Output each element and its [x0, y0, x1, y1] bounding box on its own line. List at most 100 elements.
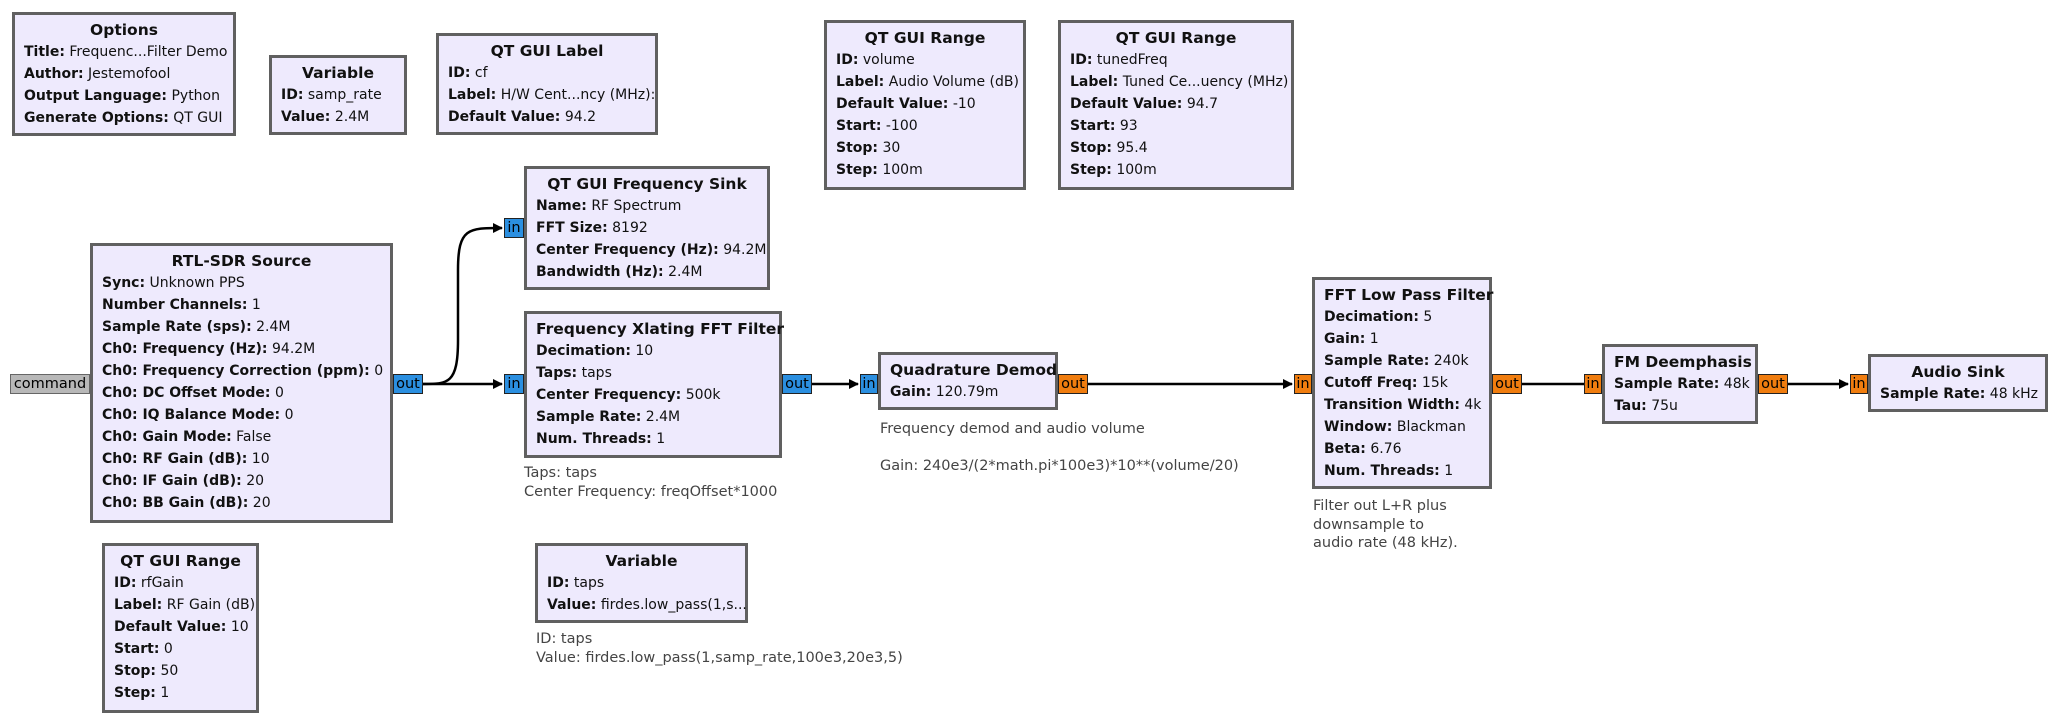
block-title: QT GUI Range — [864, 29, 986, 47]
param-key: Label: — [448, 87, 497, 103]
param-value: 2.4M — [645, 409, 681, 425]
param-key: Ch0: IQ Balance Mode: — [102, 407, 281, 423]
freq-sink-in-port[interactable]: in — [504, 218, 524, 238]
param-key: Label: — [1070, 74, 1119, 90]
param-key: Gain: — [890, 384, 932, 400]
param-value: 10 — [230, 619, 249, 635]
audio-sink-in-port[interactable]: in — [1850, 374, 1868, 394]
param-key: Start: — [1070, 118, 1116, 134]
wire-rtl-to-sink[interactable] — [422, 223, 503, 386]
lpf-out-port[interactable]: out — [1492, 374, 1522, 394]
param-key: ID: — [448, 65, 471, 81]
param-value: Blackman — [1396, 419, 1466, 435]
param-value: Unknown PPS — [149, 275, 245, 291]
param-key: Sample Rate: — [1614, 376, 1720, 392]
block-param-row: Label: Tuned Ce...uency (MHz) — [1070, 71, 1288, 93]
block-param-row: ID: rfGain — [114, 572, 247, 594]
block-param-row: Default Value: 94.7 — [1070, 93, 1282, 115]
param-key: Beta: — [1324, 441, 1366, 457]
param-key: Label: — [836, 74, 885, 90]
param-key: Title: — [24, 44, 65, 60]
param-value: volume — [862, 52, 915, 68]
param-value: 1 — [656, 431, 666, 447]
param-value: 4k — [1464, 397, 1482, 413]
param-key: Window: — [1324, 419, 1393, 435]
block-param-row: Ch0: IQ Balance Mode: 0 — [102, 404, 381, 426]
block-title: FM Deemphasis — [1614, 353, 1752, 371]
lpf-in-port[interactable]: in — [1294, 374, 1312, 394]
param-value: 8192 — [612, 220, 648, 236]
rtl-sdr-command-port[interactable]: command — [10, 374, 90, 394]
param-key: Author: — [24, 66, 84, 82]
param-key: FFT Size: — [536, 220, 608, 236]
param-key: Ch0: Frequency Correction (ppm): — [102, 363, 370, 379]
param-key: ID: — [281, 87, 304, 103]
block-param-row: Author: Jestemofool — [24, 63, 224, 85]
block-param-row: Stop: 30 — [836, 137, 1014, 159]
param-value: 48 kHz — [1989, 386, 2039, 402]
block-title: QT GUI Range — [120, 552, 241, 570]
demod-out-port[interactable]: out — [1058, 374, 1088, 394]
param-value: tunedFreq — [1096, 52, 1168, 68]
param-key: Sync: — [102, 275, 146, 291]
block-param-row: Generate Options: QT GUI — [24, 107, 224, 129]
block-param-row: Ch0: Gain Mode: False — [102, 426, 381, 448]
param-key: Center Frequency (Hz): — [536, 242, 719, 258]
param-key: Default Value: — [114, 619, 227, 635]
param-value: 2.4M — [256, 319, 291, 335]
param-key: Center Frequency: — [536, 387, 682, 403]
param-key: Taps: — [536, 365, 578, 381]
param-key: Tau: — [1614, 398, 1647, 414]
param-value: 1 — [1444, 463, 1454, 479]
block-param-row: Default Value: 10 — [114, 616, 249, 638]
param-value: 48k — [1723, 376, 1750, 392]
block-param-row: Label: RF Gain (dB) — [114, 594, 255, 616]
deemph-out-port[interactable]: out — [1758, 374, 1788, 394]
param-key: Start: — [114, 641, 160, 657]
param-value: 0 — [274, 385, 284, 401]
block-param-row: Label: H/W Cent...ncy (MHz): — [448, 84, 655, 106]
block-param-row: Decimation: 5 — [1324, 306, 1480, 328]
param-key: Stop: — [836, 140, 879, 156]
param-value: 100m — [1116, 162, 1157, 178]
demod-in-port[interactable]: in — [860, 374, 878, 394]
xlating-out-port[interactable]: out — [782, 374, 812, 394]
rtl-sdr-out-port[interactable]: out — [393, 374, 423, 394]
block-title: Audio Sink — [1911, 363, 2005, 381]
block-param-row: Start: 93 — [1070, 115, 1282, 137]
block-param-row: Name: RF Spectrum — [536, 195, 758, 217]
param-value: 20 — [246, 473, 265, 489]
param-key: Value: — [281, 109, 331, 125]
block-param-row: Sync: Unknown PPS — [102, 272, 381, 294]
block-param-row: Step: 1 — [114, 682, 247, 704]
param-value: 94.2M — [272, 341, 316, 357]
param-value: 120.79m — [935, 384, 999, 400]
param-key: ID: — [836, 52, 859, 68]
block-param-row: Sample Rate: 240k — [1324, 350, 1480, 372]
param-key: Num. Threads: — [536, 431, 652, 447]
param-key: Sample Rate: — [1880, 386, 1986, 402]
block-title: QT GUI Frequency Sink — [547, 175, 747, 193]
fm-deemph-in-port[interactable]: in — [1584, 374, 1602, 394]
param-key: Stop: — [114, 663, 157, 679]
param-value: samp_rate — [307, 87, 382, 103]
block-param-row: Sample Rate: 48k — [1614, 373, 1750, 395]
xlating-in-port[interactable]: in — [504, 374, 524, 394]
block-param-row: Default Value: -10 — [836, 93, 1014, 115]
param-key: Decimation: — [1324, 309, 1419, 325]
